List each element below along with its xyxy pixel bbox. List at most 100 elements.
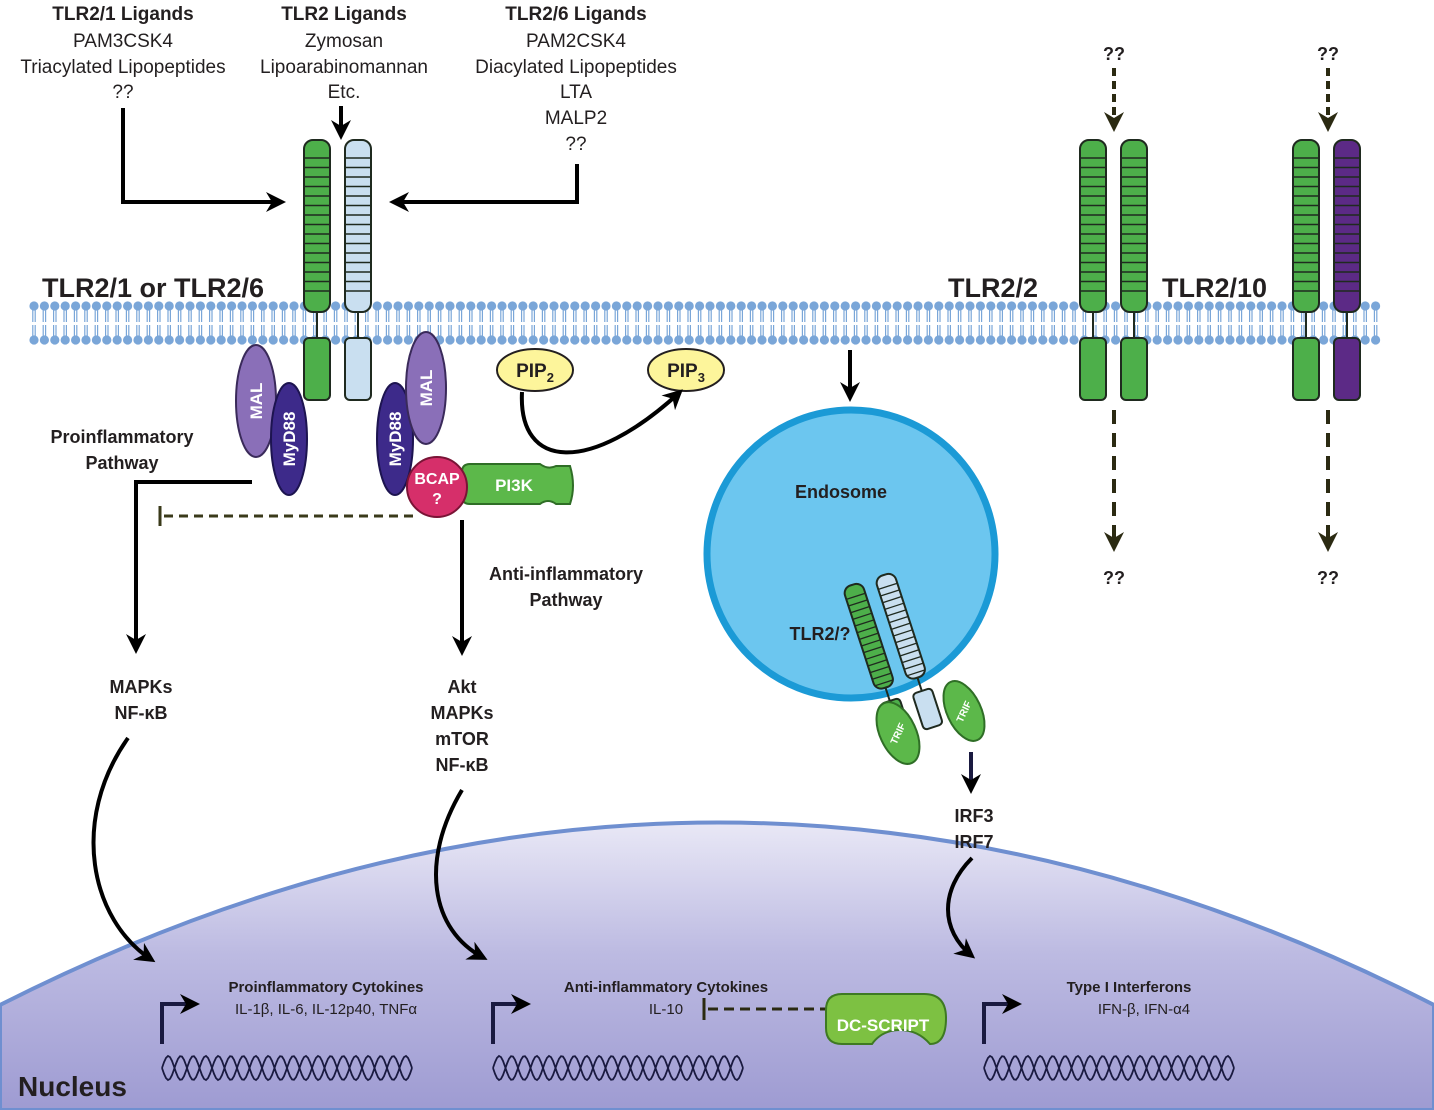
svg-text:MAPKs: MAPKs [430, 703, 493, 723]
nucleus-label: Nucleus [18, 1071, 127, 1102]
lipid [1163, 301, 1173, 345]
lipid [892, 301, 902, 345]
lipid [934, 301, 944, 345]
ligand-group-tlr21: TLR2/1 Ligands PAM3CSK4 Triacylated Lipo… [20, 4, 225, 103]
lipid [1215, 301, 1225, 345]
ligand-item: Etc. [328, 82, 361, 103]
svg-text:Type I Interferons: Type I Interferons [1067, 979, 1192, 996]
svg-text:IFN-β, IFN-α4: IFN-β, IFN-α4 [1098, 1001, 1190, 1018]
svg-text:IRF3: IRF3 [954, 806, 993, 826]
lipid [216, 301, 226, 345]
lipid [497, 301, 507, 345]
svg-text:Proinflammatory Cytokines: Proinflammatory Cytokines [228, 979, 423, 996]
nucleus: Nucleus [0, 820, 1434, 1110]
lipid [736, 301, 746, 345]
svg-text:?: ? [432, 491, 442, 508]
tlr22-unknown-output: ?? [1103, 410, 1125, 588]
tlr1-or-tlr6-receptor [344, 139, 372, 401]
ligand-item: PAM3CSK4 [73, 31, 173, 52]
lipid [1277, 301, 1287, 345]
ligand-group-tlr26: TLR2/6 Ligands PAM2CSK4 Diacylated Lipop… [475, 4, 677, 155]
svg-text:Pathway: Pathway [85, 453, 158, 473]
ligand-title: TLR2 Ligands [281, 4, 407, 25]
lipid [913, 301, 923, 345]
lipid [112, 301, 122, 345]
lipid [487, 301, 497, 345]
lipid [903, 301, 913, 345]
anti-mediators: Akt MAPKs mTOR NF-κB [430, 677, 493, 775]
plasma-membrane [29, 301, 1381, 345]
lipid [1194, 301, 1204, 345]
endosome-label: Endosome [795, 482, 887, 502]
lipid [1027, 301, 1037, 345]
svg-text:NF-κB: NF-κB [114, 703, 167, 723]
unknown-ligand-label: ?? [1317, 44, 1339, 64]
svg-text:MAPKs: MAPKs [109, 677, 172, 697]
lipid [996, 301, 1006, 345]
lipid [643, 301, 653, 345]
lipid [580, 301, 590, 345]
ligand-item: Zymosan [305, 31, 383, 52]
lipid [507, 301, 517, 345]
ligand-item: PAM2CSK4 [526, 31, 626, 52]
dc-script: DC-SCRIPT [825, 993, 948, 1046]
lipid [60, 301, 70, 345]
lipid [830, 301, 840, 345]
lipid [247, 301, 257, 345]
receptor-label-tlr21-tlr26: TLR2/1 or TLR2/6 [42, 273, 264, 303]
tlr2-receptor [1292, 139, 1320, 401]
lipid [81, 301, 91, 345]
lipid [1017, 301, 1027, 345]
svg-text:DC-SCRIPT: DC-SCRIPT [837, 1016, 930, 1035]
unknown-ligand-label: ?? [1103, 44, 1125, 64]
svg-text:PIP2: PIP2 [516, 361, 554, 385]
lipid [91, 301, 101, 345]
ligand-item: MALP2 [545, 108, 607, 129]
lipid [726, 301, 736, 345]
ligand-item: Triacylated Lipopeptides [20, 57, 225, 78]
lipid [809, 301, 819, 345]
pro-mediators: MAPKs NF-κB [109, 677, 172, 723]
lipid [570, 301, 580, 345]
lipid [383, 301, 393, 345]
lipid [268, 301, 278, 345]
gene-antiinflammatory-cytokines [491, 994, 744, 1082]
pro-to-nucleus-arrow [91, 736, 156, 963]
lipid [955, 301, 965, 345]
svg-text:MAL: MAL [417, 370, 436, 407]
lipid [1059, 301, 1069, 345]
nuclear-genes [160, 994, 1235, 1082]
pip3: PIP3 [647, 348, 725, 392]
lipid [622, 301, 632, 345]
lipid [455, 301, 465, 345]
lipid [164, 301, 174, 345]
svg-text:Akt: Akt [447, 677, 476, 697]
lipid [1111, 301, 1121, 345]
lipid [154, 301, 164, 345]
gene-label-proinflammatory: Proinflammatory Cytokines IL-1β, IL-6, I… [228, 979, 423, 1018]
svg-text:Anti-inflammatory Cytokines: Anti-inflammatory Cytokines [564, 979, 768, 996]
lipid [1069, 301, 1079, 345]
lipid [861, 301, 871, 345]
lipid [1048, 301, 1058, 345]
svg-text:PIP3: PIP3 [667, 361, 705, 385]
svg-text:Anti-inflammatory: Anti-inflammatory [489, 564, 643, 584]
trif-right: TRIF [942, 680, 986, 742]
gene-label-type1-ifn: Type I Interferons IFN-β, IFN-α4 [1067, 979, 1192, 1018]
svg-text:mTOR: mTOR [435, 729, 489, 749]
lipid [372, 301, 382, 345]
proinflammatory-arrow [126, 480, 252, 654]
ligand-title: TLR2/6 Ligands [505, 4, 646, 25]
gene-proinflammatory-cytokines [160, 994, 413, 1082]
proinflammatory-pathway-label: Proinflammatory Pathway [50, 427, 193, 473]
tlr2-receptor [1120, 139, 1148, 401]
lipid [279, 301, 289, 345]
endosomal-tlr-partner [875, 572, 944, 731]
lipid [549, 301, 559, 345]
lipid [258, 301, 268, 345]
svg-text:MyD88: MyD88 [280, 412, 299, 467]
lipid [71, 301, 81, 345]
ligand-arrow-tlr21 [121, 108, 286, 212]
lipid [788, 301, 798, 345]
